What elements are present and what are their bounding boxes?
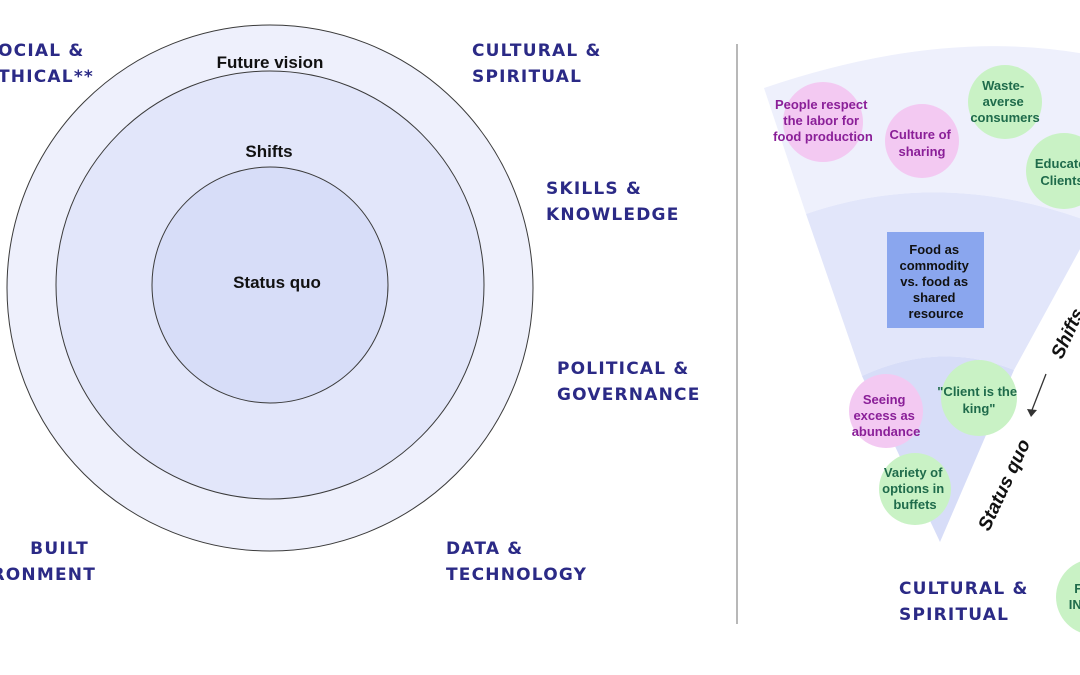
svg-text:Culture of sharing: Culture of sharing [889, 127, 954, 159]
bubble-seeing-excess-as-abundance: Seeing excess as abundance [849, 374, 923, 448]
category-labels: OCIAL & THICAL** CULTURAL & SPIRITUAL SK… [0, 41, 701, 585]
category-social-ethical: OCIAL & THICAL** [0, 41, 94, 87]
corner-bubble: F IND [1056, 561, 1080, 633]
svg-text:People respect the lab: People respect the labor for food produc… [773, 97, 873, 144]
category-cultural-spiritual: CULTURAL & SPIRITUAL [472, 41, 609, 87]
category-data-technology: DATA & TECHNOLOGY [446, 539, 587, 585]
future-bubbles: People respect the labor for food produc… [773, 65, 1080, 209]
ring-label-status-quo: Status quo [233, 273, 321, 292]
shift-box: Food as commodity vs. food as shared res… [887, 232, 984, 328]
category-skills-knowledge: SKILLS & KNOWLEDGE [546, 179, 680, 225]
bubble-variety-of-options: Variety of options in buffets [879, 453, 951, 525]
bubble-culture-of-sharing: Culture of sharing [885, 104, 959, 178]
svg-text:Educate Clients: Educate Clients [1035, 156, 1080, 188]
svg-text:Seeing excess as: Seeing excess as abundance [852, 392, 921, 439]
svg-text:F IND: F IND [1069, 581, 1080, 612]
category-built-environment: BUILT RONMENT [0, 539, 96, 585]
svg-text:Food as commodity: Food as commodity vs. food as shared res… [900, 242, 973, 321]
bubble-educate-clients: Educate Clients [1026, 133, 1080, 209]
bubble-client-is-the-king: "Client is the king" [937, 360, 1020, 436]
bubble-people-respect-labor: People respect the labor for food produc… [773, 82, 873, 162]
bubble-waste-averse-consumers: Waste- averse consumers [968, 65, 1042, 139]
ring-label-future-vision: Future vision [217, 53, 324, 72]
ring-status-quo [151, 166, 389, 404]
svg-text:"Client is the king": "Client is the king" [937, 384, 1020, 416]
category-cultural-spiritual-right: CULTURAL & SPIRITUAL [899, 579, 1036, 625]
axis-label-shifts: Shifts [1047, 305, 1080, 362]
arrow-down-icon [1027, 373, 1047, 417]
status-quo-bubbles: Seeing excess as abundance "Client is th… [849, 360, 1020, 525]
category-political-governance: POLITICAL & GOVERNANCE [557, 359, 701, 405]
axis-label-status-quo: Status quo [974, 436, 1035, 534]
svg-text:Waste- averse: Waste- averse consumers [970, 78, 1039, 125]
ring-label-shifts: Shifts [245, 142, 292, 161]
concentric-rings-diagram: Future vision Shifts Status quo [6, 24, 534, 552]
svg-text:Variety of options in: Variety of options in buffets [882, 465, 948, 512]
